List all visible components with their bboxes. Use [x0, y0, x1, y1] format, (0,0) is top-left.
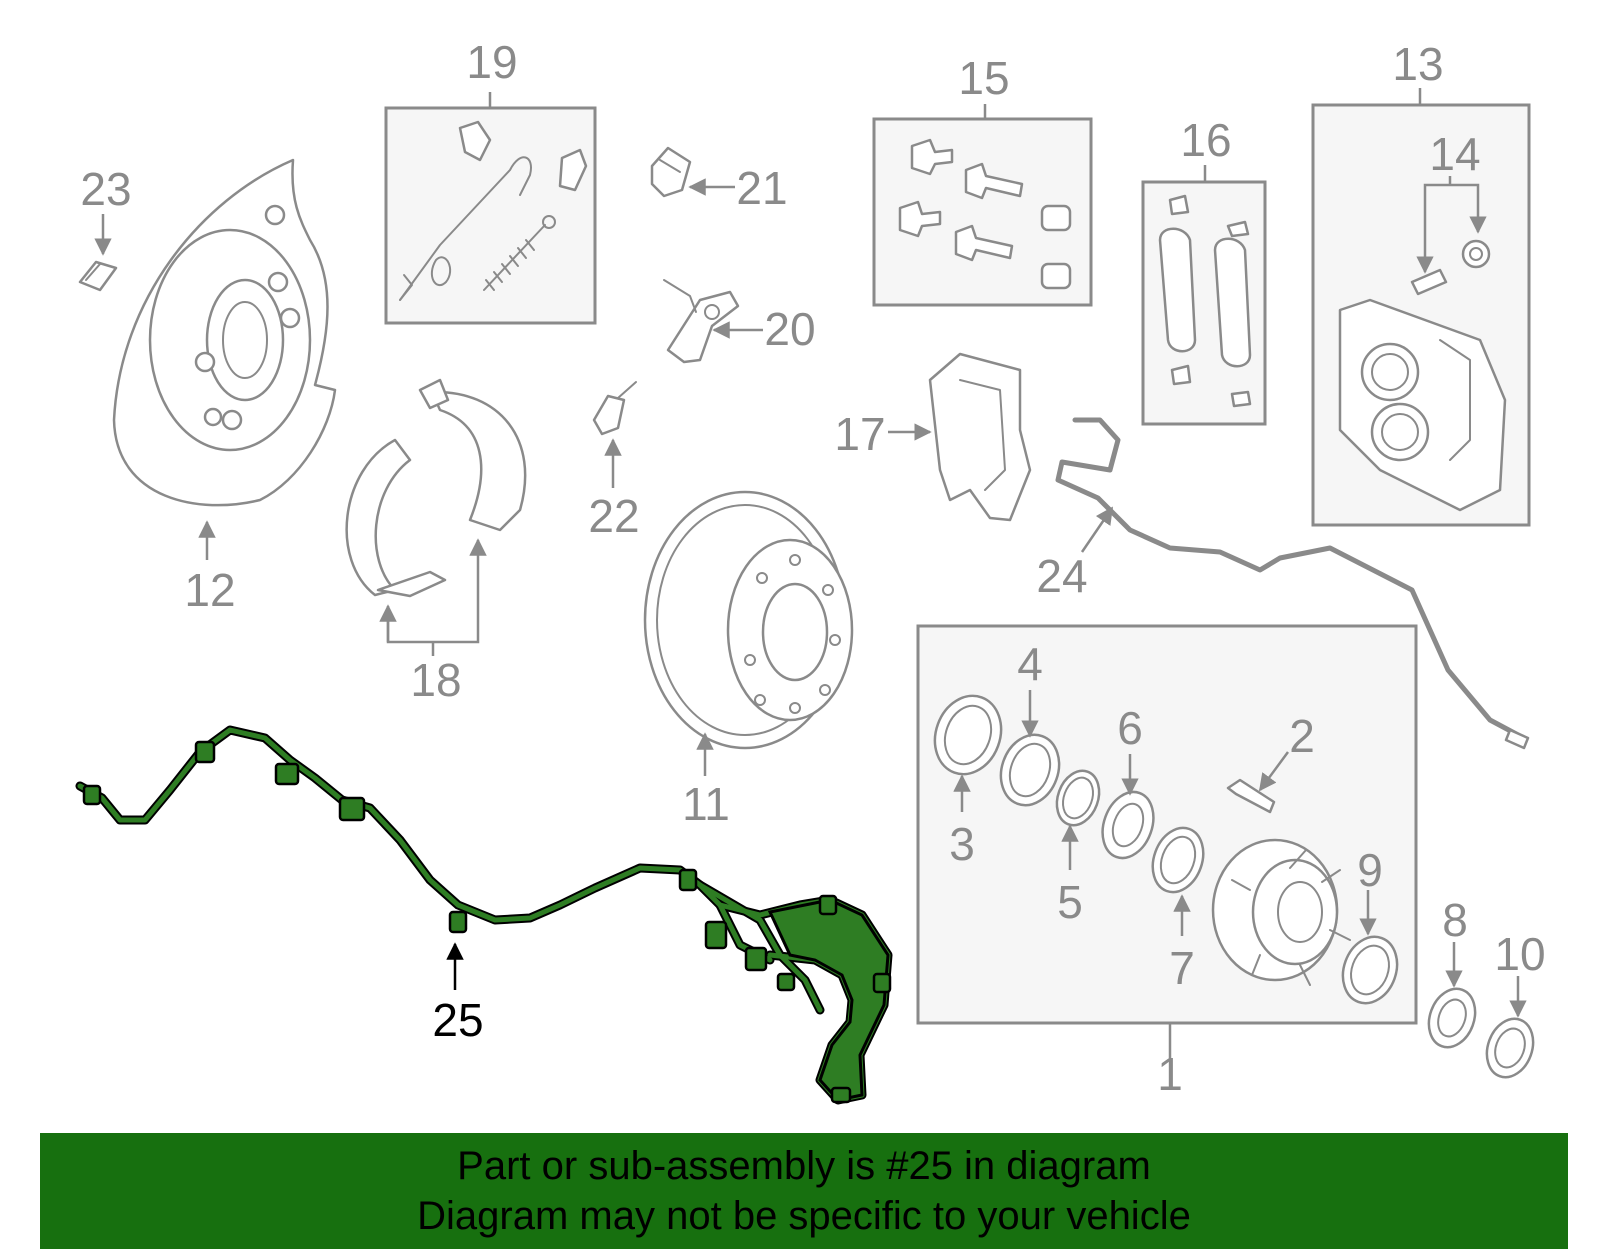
part-16-brake-pads	[1158, 194, 1252, 408]
info-banner: Part or sub-assembly is #25 in diagram D…	[40, 1133, 1568, 1249]
callout-20[interactable]: 20	[764, 303, 815, 355]
harness-clip	[830, 1086, 852, 1104]
part-9-seal	[1341, 935, 1399, 1005]
callout-15[interactable]: 15	[958, 52, 1009, 104]
part-15-bolts	[898, 138, 1072, 290]
harness-clip	[704, 920, 728, 950]
part-13-caliper	[1338, 298, 1507, 512]
callout-22[interactable]: 22	[588, 490, 639, 542]
harness-clip	[678, 868, 698, 892]
callout-23[interactable]: 23	[80, 163, 131, 215]
harness-inner	[77, 727, 891, 1103]
part-17-caliper-bracket	[928, 352, 1032, 522]
callout-18[interactable]: 18	[410, 654, 461, 706]
harness-clip	[274, 762, 300, 786]
part-14-pins	[1410, 239, 1491, 296]
callout-10[interactable]: 10	[1494, 928, 1545, 980]
part-2-stud	[1226, 778, 1276, 814]
harness-clip	[82, 784, 102, 806]
harness-clip	[194, 740, 216, 764]
part-20-adjuster	[663, 279, 740, 364]
harness-clip	[744, 946, 768, 972]
callout-25[interactable]: 25	[432, 994, 483, 1046]
harness-connector-body	[767, 898, 890, 1102]
part-12-backing-plate	[112, 158, 337, 507]
harness-clip	[338, 796, 366, 822]
callout-6[interactable]: 6	[1117, 702, 1143, 754]
callout-19[interactable]: 19	[466, 36, 517, 88]
group-box-1	[916, 624, 1418, 1025]
callout-13[interactable]: 13	[1392, 38, 1443, 90]
part-10-seal	[1485, 1017, 1535, 1079]
callout-16[interactable]: 16	[1180, 114, 1231, 166]
harness-clip	[872, 972, 892, 994]
part-23-clip	[78, 260, 118, 292]
part-11-rotor	[643, 490, 854, 750]
part-19-hardware-kit	[399, 120, 588, 301]
callout-3[interactable]: 3	[949, 818, 975, 870]
part-6-bearing	[1101, 790, 1155, 860]
part-22-sensor	[592, 381, 637, 436]
part-7-seal	[1151, 826, 1205, 894]
callout-7[interactable]: 7	[1169, 942, 1195, 994]
callout-4[interactable]: 4	[1017, 638, 1043, 690]
callout-12[interactable]: 12	[184, 564, 235, 616]
harness-clip	[776, 972, 796, 992]
part-25-wire-harness	[75, 725, 893, 1105]
banner-line-2: Diagram may not be specific to your vehi…	[417, 1194, 1191, 1238]
callout-1[interactable]: 1	[1157, 1048, 1183, 1100]
callout-14[interactable]: 14	[1429, 128, 1480, 180]
callout-21[interactable]: 21	[736, 162, 787, 214]
part-hub	[1211, 838, 1351, 986]
part-3-seal	[933, 694, 1003, 776]
leader-lines	[94, 88, 1527, 1058]
callout-8[interactable]: 8	[1442, 894, 1468, 946]
part-24-brake-line	[1055, 417, 1530, 750]
callout-24[interactable]: 24	[1036, 550, 1087, 602]
callout-17[interactable]: 17	[834, 408, 885, 460]
part-8-bearing	[1427, 987, 1477, 1049]
callout-2[interactable]: 2	[1289, 710, 1315, 762]
harness-clip	[818, 894, 838, 916]
harness-clip	[448, 910, 468, 934]
callout-9[interactable]: 9	[1357, 844, 1383, 896]
banner-line-1: Part or sub-assembly is #25 in diagram	[457, 1144, 1151, 1188]
part-4-seal	[999, 733, 1061, 807]
part-18-brake-shoes	[345, 378, 527, 598]
callout-5[interactable]: 5	[1057, 876, 1083, 928]
callout-11[interactable]: 11	[682, 778, 730, 830]
part-21-clip	[650, 146, 692, 198]
